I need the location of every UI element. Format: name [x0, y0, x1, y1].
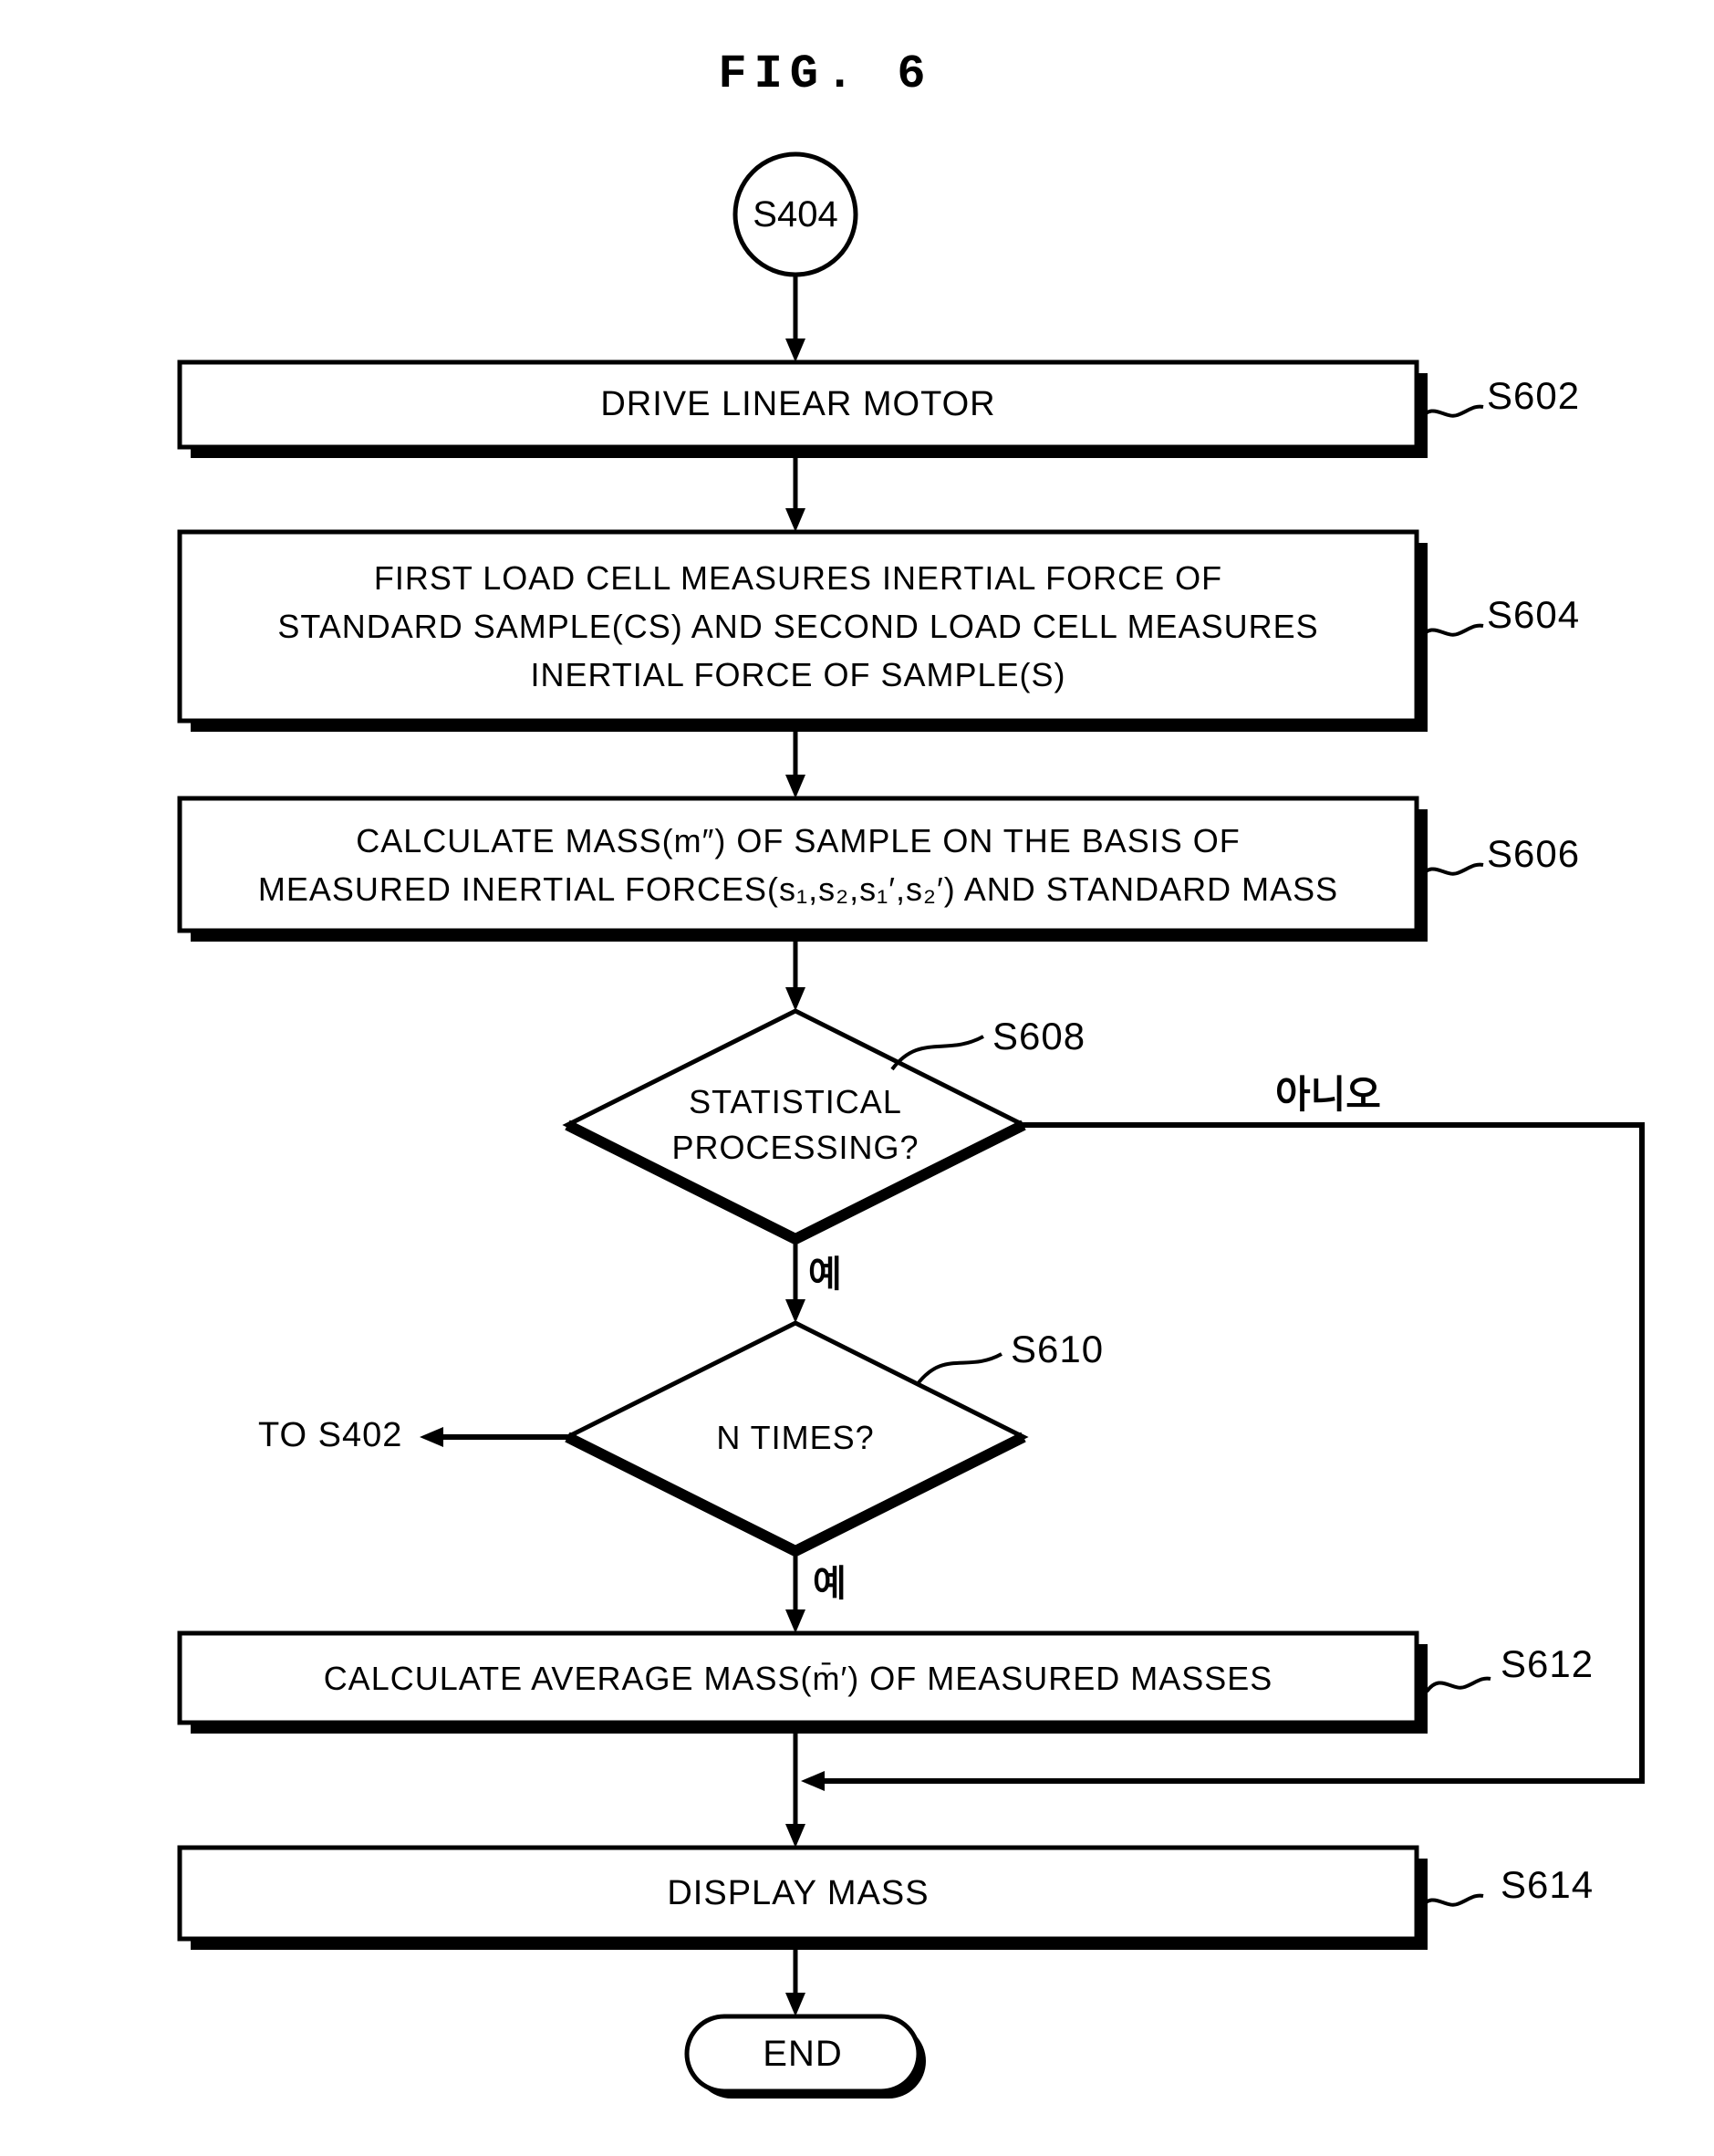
- process-step-text: DISPLAY MASS: [667, 1873, 930, 1912]
- end-terminal-shape: [684, 2014, 926, 2099]
- decision-text-line1: STATISTICAL: [689, 1083, 902, 1120]
- process-step-calc-avg: CALCULATE AVERAGE MASS(m̄′) OF MEASURED …: [180, 1633, 1417, 1723]
- decision-diamond-s610: [562, 1320, 1029, 1557]
- step-ref-s602: S602: [1487, 374, 1581, 417]
- decision-statistical-processing: STATISTICAL PROCESSING?: [567, 1011, 1023, 1239]
- process-step-text: DRIVE LINEAR MOTOR: [600, 385, 996, 423]
- branch-label-no-statistical: 아니오: [1275, 1073, 1381, 1116]
- step-ref-s614: S614: [1501, 1863, 1595, 1906]
- process-step-display-mass: DISPLAY MASS: [180, 1848, 1417, 1939]
- process-box-s604: [177, 529, 1428, 732]
- decision-text-line2: PROCESSING?: [671, 1129, 919, 1166]
- process-box-s602: [177, 359, 1428, 458]
- start-terminal-label: S404: [753, 194, 838, 234]
- process-box-s606: [177, 796, 1428, 942]
- step-ref-s604: S604: [1487, 593, 1581, 636]
- decision-diamond-s608: [562, 1008, 1029, 1245]
- process-step-calc-mass: CALCULATE MASS(m″) OF SAMPLE ON THE BASI…: [180, 798, 1417, 931]
- process-step-text-line3: INERTIAL FORCE OF SAMPLE(S): [530, 656, 1066, 693]
- decision-n-times: N TIMES?: [567, 1323, 1023, 1551]
- branch-label-yes-n-times: 예: [813, 1564, 847, 1604]
- process-step-text-line1: CALCULATE MASS(m″) OF SAMPLE ON THE BASI…: [356, 821, 1241, 859]
- reference-leaders: [890, 404, 1491, 1911]
- process-step-text-line2: MEASURED INERTIAL FORCES(s₁,s₂,s₁′,s₂′) …: [257, 870, 1339, 908]
- process-box-s614: [177, 1845, 1428, 1950]
- process-step-text-line2: STANDARD SAMPLE(CS) AND SECOND LOAD CELL…: [277, 608, 1319, 645]
- process-step-measure: FIRST LOAD CELL MEASURES INERTIAL FORCE …: [180, 532, 1417, 721]
- decision-text: N TIMES?: [716, 1418, 875, 1456]
- process-step-text-line1: FIRST LOAD CELL MEASURES INERTIAL FORCE …: [373, 559, 1223, 597]
- end-terminal-label: END: [687, 2016, 919, 2091]
- process-step-text: CALCULATE AVERAGE MASS(m̄′) OF MEASURED …: [323, 1659, 1273, 1697]
- branch-label-yes-statistical: 예: [808, 1255, 842, 1295]
- figure-title: FIG. 6: [718, 47, 933, 101]
- step-ref-s612: S612: [1501, 1642, 1595, 1685]
- flow-lines: [438, 275, 1645, 1995]
- process-box-s612: [177, 1630, 1428, 1734]
- end-label-text: END: [763, 2033, 843, 2074]
- step-ref-s606: S606: [1487, 832, 1581, 875]
- step-ref-s610: S610: [1011, 1328, 1105, 1370]
- step-ref-s608: S608: [992, 1015, 1086, 1057]
- exit-label-to-s402: TO S402: [258, 1416, 403, 1454]
- arrowheads: [420, 339, 825, 2016]
- process-step-drive-motor: DRIVE LINEAR MOTOR: [180, 362, 1417, 447]
